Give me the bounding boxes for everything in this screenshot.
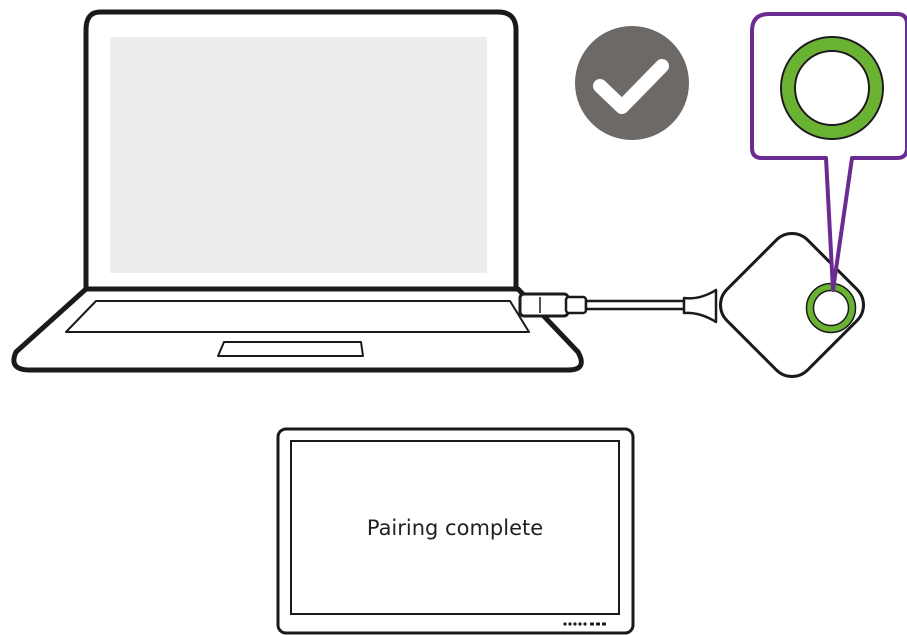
laptop-screen — [110, 37, 487, 273]
laptop-touchpad — [217, 341, 364, 357]
display-panel: Pairing complete — [276, 427, 635, 635]
usb-collar — [564, 295, 588, 315]
callout-led-ring — [782, 38, 882, 138]
checkmark-circle-icon — [575, 26, 689, 140]
display-screen — [290, 440, 620, 615]
cable — [584, 299, 692, 311]
laptop-base — [11, 286, 584, 373]
laptop-keyboard — [65, 300, 530, 333]
display-indicator-lights — [563, 622, 606, 626]
usb-plug — [518, 292, 570, 318]
dongle — [682, 232, 865, 378]
led-callout — [750, 12, 907, 292]
dongle-led-ring — [807, 284, 855, 332]
usb-cable — [518, 292, 692, 318]
dongle-neck — [682, 288, 718, 324]
display-message: Pairing complete — [367, 516, 543, 540]
laptop — [11, 9, 584, 373]
